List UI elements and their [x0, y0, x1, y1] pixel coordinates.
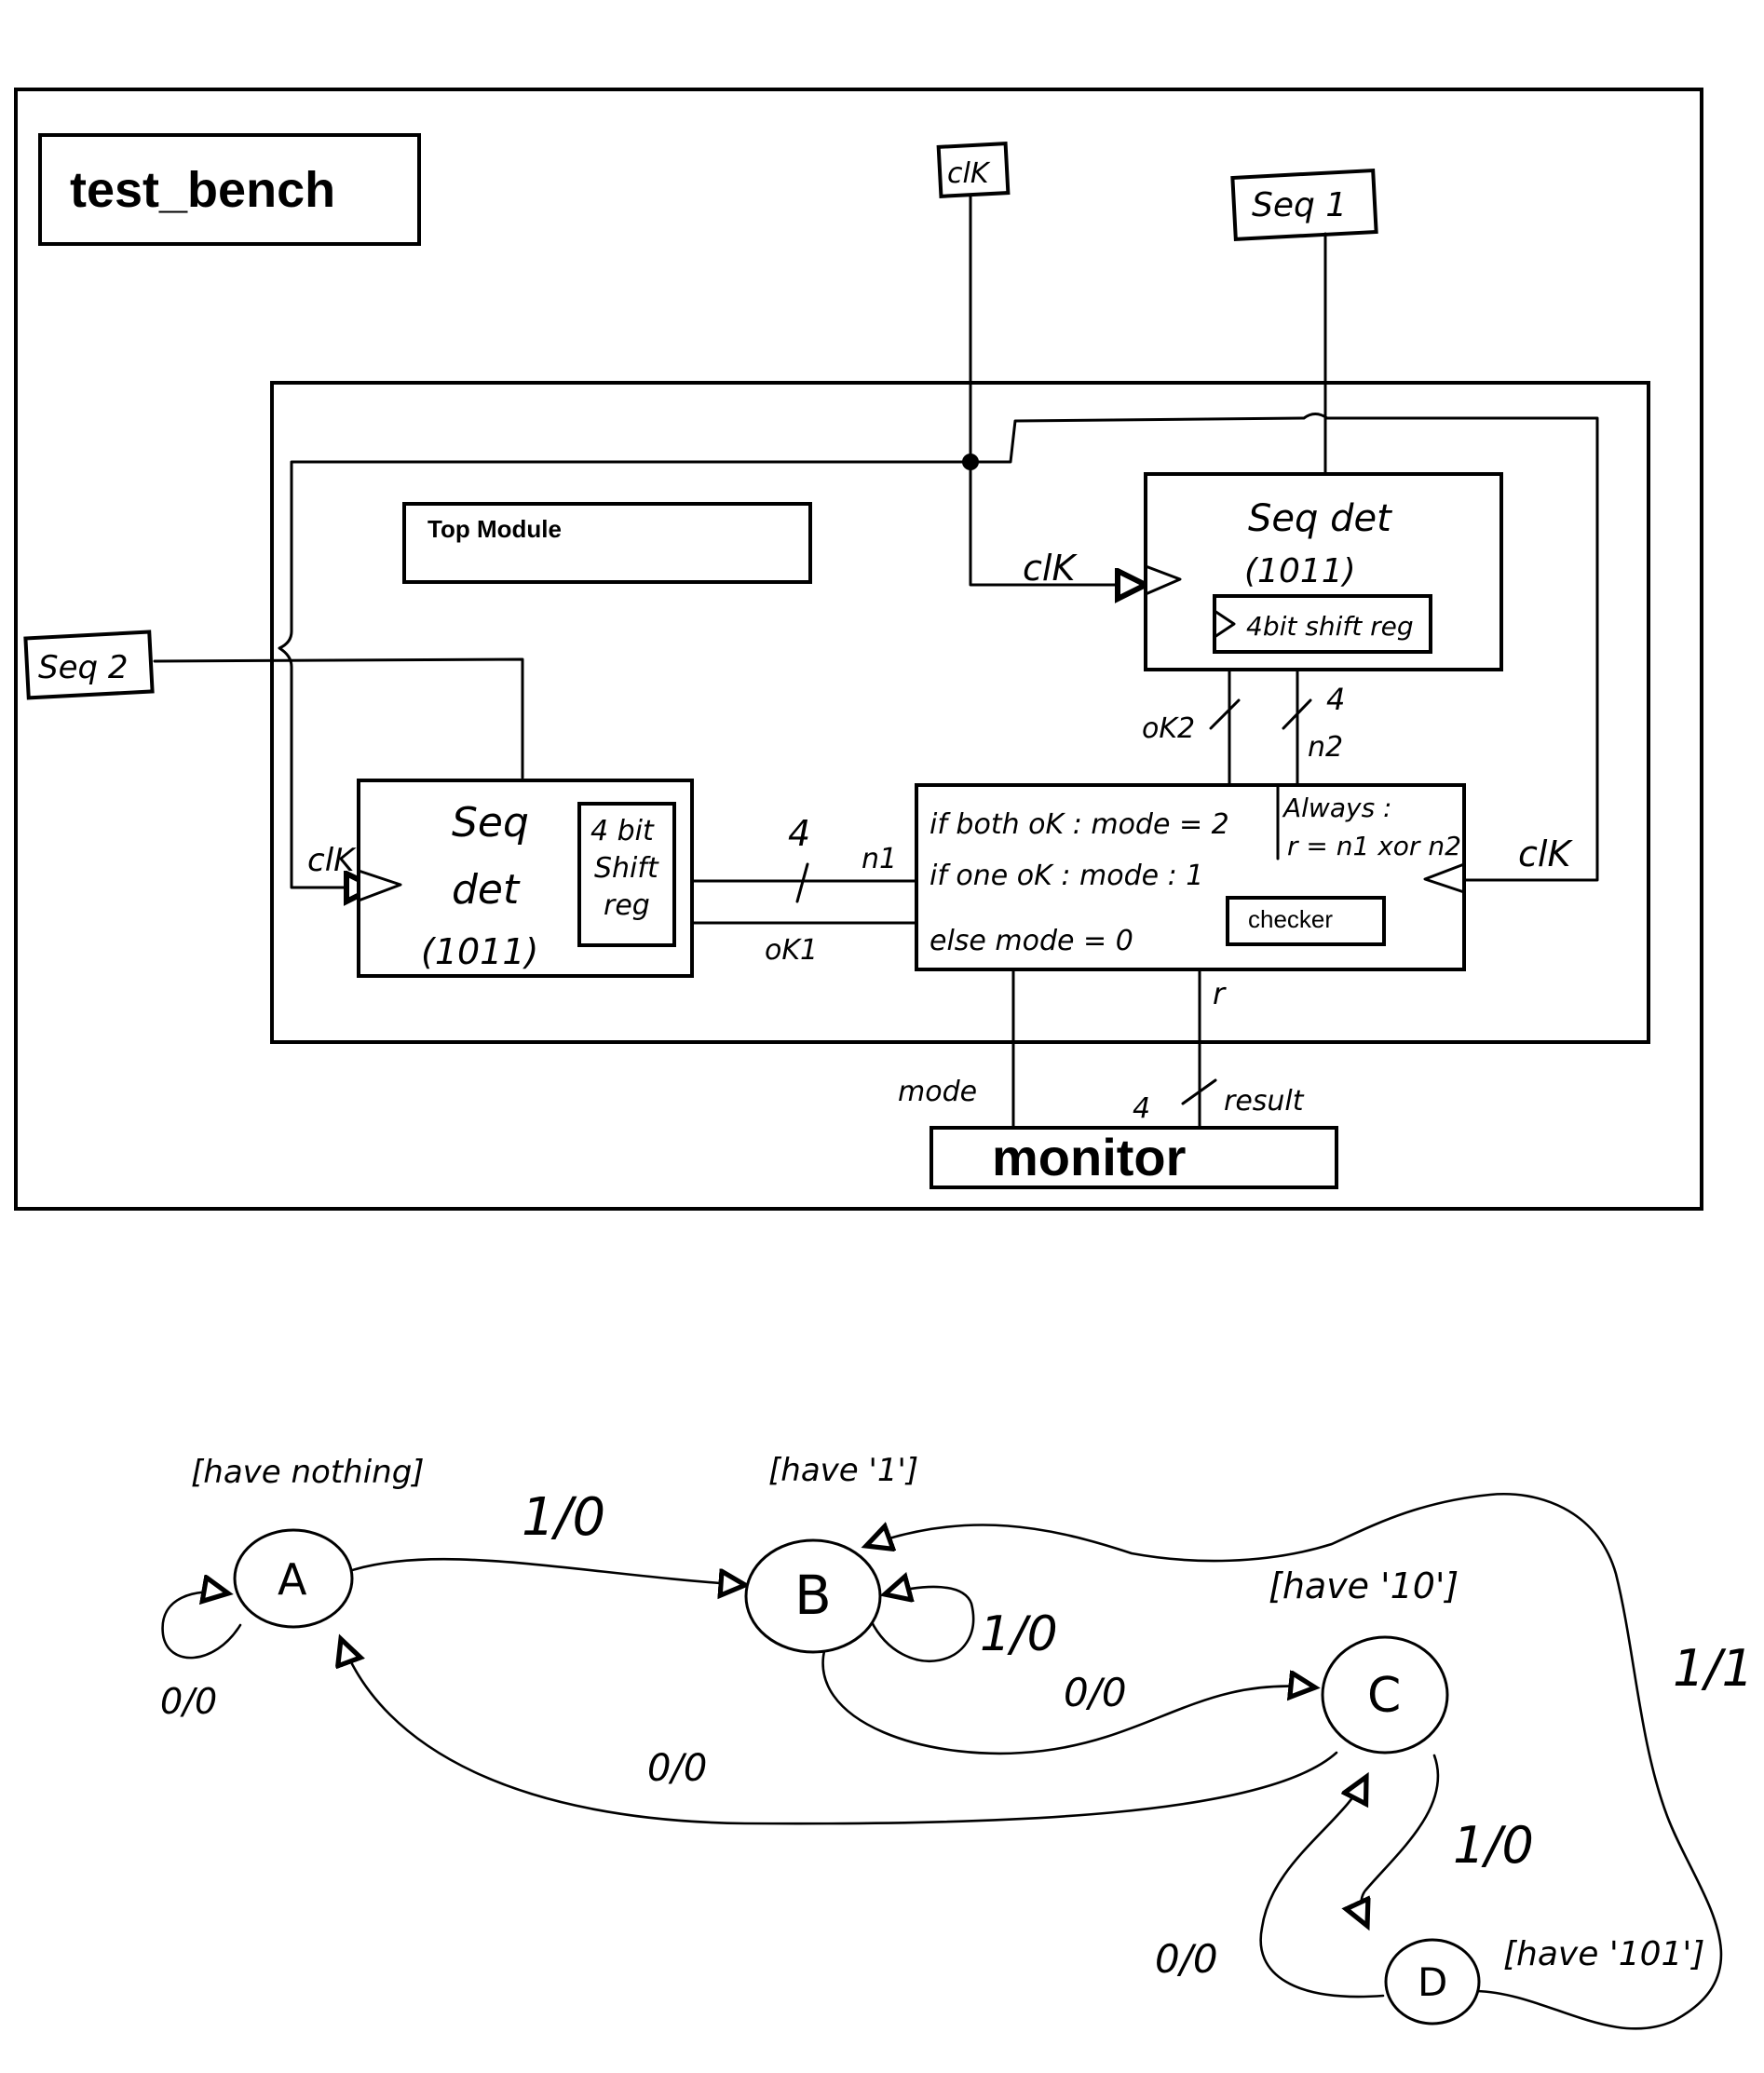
- transition-d-c: [1259, 1777, 1385, 1998]
- transition-c-d: [1362, 1754, 1440, 1926]
- transition-a-b-label: 1/0: [522, 1487, 605, 1548]
- clock-triangle-icon: [1213, 609, 1236, 639]
- shift-register-2-line1: 4 bit: [590, 815, 655, 847]
- ok1-label: oK1: [765, 934, 818, 967]
- state-node-c: [1321, 1635, 1449, 1755]
- shift-register-2-line2: Shift: [594, 852, 659, 885]
- transition-c-d-label: 1/0: [1453, 1816, 1534, 1875]
- clock-triangle-icon: [357, 869, 402, 902]
- detector-2-clk-label: clK: [307, 842, 357, 879]
- transition-d-c-label: 0/0: [1155, 1936, 1218, 1982]
- clk-input-label: clK: [947, 157, 991, 190]
- result-label: result: [1224, 1085, 1305, 1118]
- checker-clk-label: clK: [1518, 833, 1573, 874]
- transition-d-b-label: 1/1: [1673, 1639, 1754, 1698]
- checker-label-box: [1226, 896, 1386, 946]
- transition-b-c-label: 0/0: [1064, 1670, 1127, 1715]
- checker-label: checker: [1248, 905, 1333, 933]
- transition-b-c: [821, 1642, 1315, 1755]
- seq-detector-2-title: Seq: [452, 799, 529, 847]
- shift-register-2-box: [577, 802, 676, 947]
- seq-detector-2-pattern: (1011): [421, 931, 538, 972]
- seq-detector-1-title: Seq det: [1248, 497, 1392, 540]
- transition-b-b-label: 1/0: [980, 1606, 1058, 1662]
- ok2-label: oK2: [1142, 712, 1195, 745]
- state-node-b: [744, 1538, 882, 1654]
- state-a-label: A: [278, 1554, 307, 1605]
- seq1-input-box: [1230, 168, 1378, 241]
- shift-register-2-line3: reg: [604, 889, 650, 922]
- testbench-title: test_bench: [70, 162, 335, 218]
- state-d-label: D: [1418, 1959, 1447, 2005]
- checker-always-1: Always :: [1282, 793, 1391, 823]
- mode-label: mode: [898, 1076, 977, 1108]
- checker-always-2: r = n1 xor n2: [1287, 831, 1461, 861]
- clk-input-box: [936, 142, 1011, 198]
- transition-c-a-label: 0/0: [647, 1747, 707, 1790]
- transition-a-a: [161, 1592, 242, 1660]
- seq1-input-label: Seq 1: [1252, 186, 1347, 224]
- shift-register-1-box: [1213, 594, 1432, 654]
- checker-rule-3: else mode = 0: [929, 925, 1133, 957]
- state-b-label: B: [794, 1564, 832, 1627]
- state-diagram: A B C D [have nothing] [have '1'] [have …: [160, 1452, 1754, 2030]
- block-diagram: test_bench Top Module clK Seq 1 Seq 2: [14, 88, 1703, 1211]
- seq2-input-label: Seq 2: [38, 649, 129, 686]
- state-node-a: [233, 1528, 354, 1629]
- state-b-note: [have '1']: [768, 1452, 918, 1489]
- r-label: r: [1213, 976, 1227, 1011]
- n1-label: n1: [862, 843, 897, 875]
- state-d-note: [have '101']: [1503, 1935, 1704, 1973]
- monitor-box: [929, 1126, 1338, 1189]
- top-module-label: Top Module: [427, 515, 562, 543]
- n2-label: n2: [1308, 731, 1343, 764]
- clock-triangle-icon: [1423, 862, 1466, 894]
- checker-rule-2: if one oK : mode : 1: [929, 860, 1203, 892]
- seq2-input-box: [23, 630, 155, 700]
- transition-a-b: [345, 1557, 745, 1585]
- seq-detector-1-pattern: (1011): [1244, 552, 1356, 590]
- result-width-label: 4: [1133, 1092, 1150, 1125]
- state-c-note: [have '10']: [1269, 1565, 1459, 1606]
- n2-width-label: 4: [1326, 682, 1345, 717]
- shift-register-1-label: 4bit shift reg: [1246, 611, 1414, 642]
- checker-rule-1: if both oK : mode = 2: [929, 808, 1229, 841]
- top-module-label-box: [402, 502, 812, 584]
- transition-c-a: [341, 1639, 1338, 1825]
- state-a-note: [have nothing]: [191, 1454, 425, 1491]
- state-c-label: C: [1367, 1668, 1401, 1724]
- monitor-label: monitor: [992, 1128, 1186, 1186]
- testbench-title-box: [38, 133, 421, 246]
- wires: [153, 195, 1599, 1130]
- clock-triangle-icon: [1144, 564, 1182, 596]
- detector-1-clk-label: clK: [1023, 548, 1078, 589]
- n1-width-label: 4: [788, 813, 810, 854]
- seq-detector-2-title2: det: [452, 866, 521, 914]
- transition-d-b: [866, 1493, 1723, 2030]
- transition-b-b: [869, 1587, 975, 1663]
- transition-a-a-label: 0/0: [160, 1681, 217, 1722]
- state-node-d: [1384, 1938, 1481, 2026]
